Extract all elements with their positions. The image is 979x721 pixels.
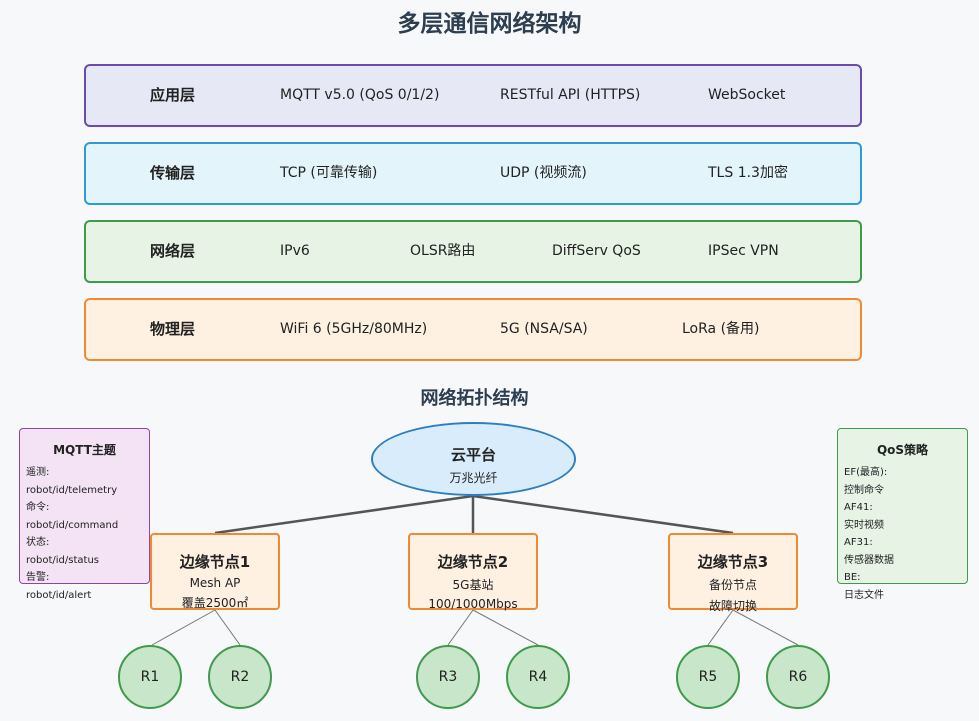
layer-item: OLSR路由	[410, 243, 476, 259]
edge-line2: 100/1000Mbps	[428, 597, 518, 611]
layer-name: 网络层	[150, 242, 196, 260]
link-edge1-r1	[151, 609, 216, 646]
cloud-name: 云平台	[450, 446, 496, 464]
layer-transport: 传输层 TCP (可靠传输) UDP (视频流) TLS 1.3加密	[84, 142, 862, 205]
link-edge3-r6	[732, 609, 799, 646]
layer-item: MQTT v5.0 (QoS 0/1/2)	[280, 87, 440, 103]
panel-row: 告警:	[26, 572, 50, 583]
edge-name: 边缘节点1	[179, 553, 251, 571]
layer-item: IPSec VPN	[708, 243, 779, 259]
link-cloud-edge3	[472, 494, 734, 535]
edge-line1: 备份节点	[708, 578, 757, 592]
layer-item: IPv6	[280, 243, 310, 259]
layer-item: WebSocket	[708, 87, 786, 103]
panel-row: 实时视频	[844, 519, 884, 531]
mqtt-topics-panel: MQTT主题 遥测: robot/id/telemetry 命令: robot/…	[19, 428, 150, 601]
layer-physical: 物理层 WiFi 6 (5GHz/80MHz) 5G (NSA/SA) LoRa…	[84, 298, 862, 361]
layer-name: 传输层	[150, 164, 196, 182]
layer-name: 应用层	[150, 86, 196, 104]
cloud-desc: 万兆光纤	[449, 471, 498, 485]
panel-row: 传感器数据	[844, 554, 894, 566]
robot-node-r1: R1	[118, 645, 182, 709]
link-cloud-edge1	[214, 494, 474, 535]
panel-row: robot/id/command	[26, 519, 119, 531]
panel-row: 日志文件	[844, 589, 884, 601]
layer-item: UDP (视频流)	[500, 165, 587, 181]
diagram-title: 多层通信网络架构	[397, 11, 582, 37]
panel-row: 遥测:	[26, 467, 50, 478]
edge-node-2: 边缘节点2 5G基站 100/1000Mbps	[408, 533, 538, 611]
layer-item: DiffServ QoS	[552, 243, 641, 259]
layer-item: 5G (NSA/SA)	[500, 321, 588, 337]
layer-item: RESTful API (HTTPS)	[500, 87, 641, 103]
panel-row: 命令:	[26, 502, 50, 513]
edge-line2: 故障切换	[708, 599, 757, 613]
panel-row: robot/id/status	[26, 554, 99, 566]
edge-line2: 覆盖2500㎡	[181, 596, 249, 610]
robot-node-r6: R6	[766, 645, 830, 709]
robot-node-r3: R3	[416, 645, 480, 709]
layer-name: 物理层	[150, 320, 196, 338]
panel-title: QoS策略	[876, 443, 929, 457]
panel-row: 控制命令	[844, 484, 884, 496]
panel-row: AF31:	[844, 537, 873, 548]
layer-network: 网络层 IPv6 OLSR路由 DiffServ QoS IPSec VPN	[84, 220, 862, 283]
link-edge3-r5	[707, 609, 734, 646]
panel-row: 状态:	[26, 537, 50, 548]
qos-policy-panel: QoS策略 EF(最高): 控制命令 AF41: 实时视频 AF31: 传感器数…	[837, 428, 968, 601]
cloud-platform-node: 云平台 万兆光纤	[371, 422, 576, 496]
link-edge2-r4	[472, 609, 539, 646]
layer-item: WiFi 6 (5GHz/80MHz)	[280, 321, 428, 337]
layer-item: LoRa (备用)	[682, 321, 760, 337]
layer-item: TCP (可靠传输)	[280, 165, 378, 181]
edge-node-3: 边缘节点3 备份节点 故障切换	[668, 533, 798, 613]
edge-name: 边缘节点3	[697, 553, 769, 571]
robot-node-r2: R2	[208, 645, 272, 709]
link-edge1-r2	[214, 609, 241, 646]
topology-title: 网络拓扑结构	[420, 388, 529, 409]
panel-row: robot/id/alert	[26, 589, 92, 601]
layer-item: TLS 1.3加密	[708, 165, 788, 181]
edge-line1: Mesh AP	[189, 576, 241, 590]
panel-row: AF41:	[844, 502, 873, 513]
panel-row: robot/id/telemetry	[26, 484, 118, 496]
edge-name: 边缘节点2	[437, 553, 509, 571]
panel-title: MQTT主题	[53, 443, 116, 457]
link-edge2-r3	[447, 609, 474, 646]
edge-node-1: 边缘节点1 Mesh AP 覆盖2500㎡	[150, 533, 280, 610]
robot-node-r4: R4	[506, 645, 570, 709]
panel-row: EF(最高):	[844, 467, 888, 478]
edge-line1: 5G基站	[452, 578, 494, 592]
layer-application: 应用层 MQTT v5.0 (QoS 0/1/2) RESTful API (H…	[84, 64, 862, 127]
robot-node-r5: R5	[676, 645, 740, 709]
panel-row: BE:	[844, 572, 861, 583]
